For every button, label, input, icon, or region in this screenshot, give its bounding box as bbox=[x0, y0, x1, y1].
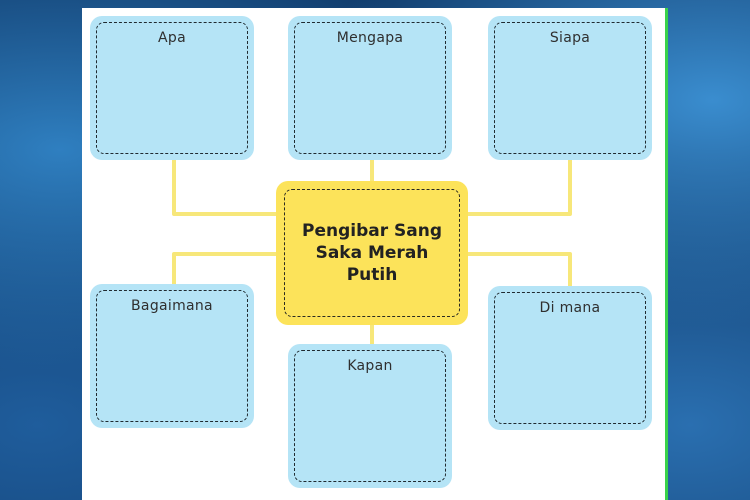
question-box-di-mana[interactable]: Di mana bbox=[488, 286, 652, 430]
question-label-apa: Apa bbox=[158, 30, 186, 46]
connector-lines bbox=[172, 158, 572, 344]
question-label-kapan: Kapan bbox=[347, 358, 393, 374]
question-box-bagaimana[interactable]: Bagaimana bbox=[90, 284, 254, 428]
worksheet: Apa Mengapa Siapa Pengibar Sang Saka Mer… bbox=[82, 8, 668, 500]
question-label-bagaimana: Bagaimana bbox=[131, 298, 213, 314]
answer-area-siapa[interactable] bbox=[494, 22, 646, 154]
question-label-di-mana: Di mana bbox=[539, 300, 601, 316]
connector-siapa bbox=[468, 160, 572, 216]
answer-area-di-mana[interactable] bbox=[494, 292, 646, 424]
question-box-mengapa[interactable]: Mengapa bbox=[288, 16, 452, 160]
question-box-siapa[interactable]: Siapa bbox=[488, 16, 652, 160]
answer-area-bagaimana[interactable] bbox=[96, 290, 248, 422]
question-label-mengapa: Mengapa bbox=[336, 30, 404, 46]
question-box-kapan[interactable]: Kapan bbox=[288, 344, 452, 488]
answer-area-apa[interactable] bbox=[96, 22, 248, 154]
center-topic-frame: Pengibar Sang Saka Merah Putih bbox=[284, 189, 460, 317]
question-box-apa[interactable]: Apa bbox=[90, 16, 254, 160]
answer-area-mengapa[interactable] bbox=[294, 22, 446, 154]
center-topic-title: Pengibar Sang Saka Merah Putih bbox=[301, 221, 443, 285]
connector-di-mana bbox=[468, 252, 572, 286]
connector-apa bbox=[172, 158, 276, 216]
connector-bagaimana bbox=[172, 252, 276, 284]
question-label-siapa: Siapa bbox=[549, 30, 591, 46]
center-topic-box: Pengibar Sang Saka Merah Putih bbox=[276, 181, 468, 325]
answer-area-kapan[interactable] bbox=[294, 350, 446, 482]
